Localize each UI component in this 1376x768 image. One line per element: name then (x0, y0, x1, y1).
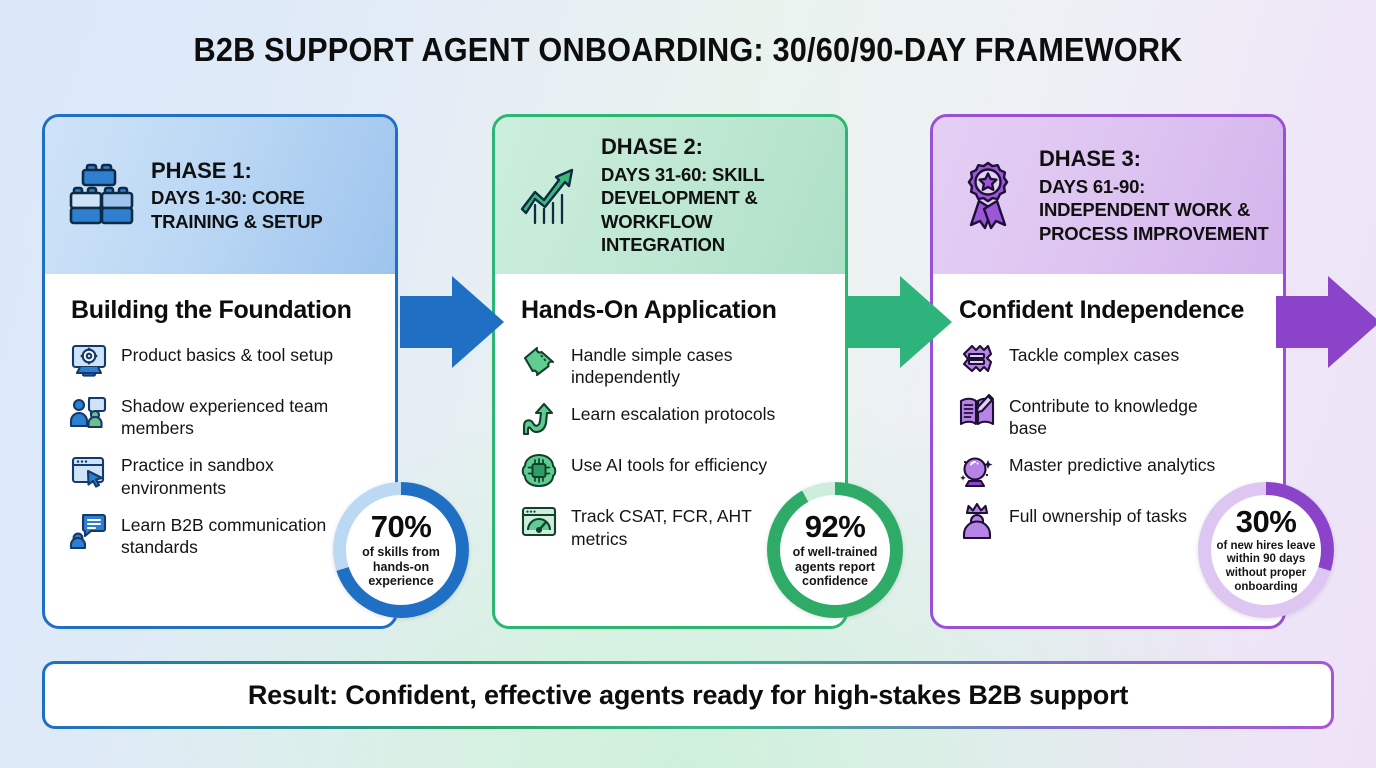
list-item-label: Shadow experienced team members (121, 396, 329, 439)
list-item-label: Track CSAT, FCR, AHT metrics (571, 506, 752, 549)
phases-container: PHASE 1: DAYS 1-30: CORE TRAINING & SETU… (0, 114, 1376, 629)
donut-label: 30% of new hires leave within 90 days wi… (1198, 506, 1334, 594)
donut-caption: of new hires leave within 90 days withou… (1216, 539, 1316, 593)
list-item-label: Tackle complex cases (1009, 345, 1180, 365)
donut-caption: of skills from hands-on experience (362, 544, 440, 589)
growth-chart-arrow-icon (515, 157, 587, 235)
phase-2-subtitle: DAYS 31-60: SKILL DEVELOPMENT & WORKFLOW… (601, 163, 765, 256)
list-item-label: Full ownership of tasks (1009, 506, 1187, 527)
crown-person-icon (957, 501, 997, 541)
result-banner: Result: Confident, effective agents read… (42, 661, 1334, 729)
browser-cursor-icon (69, 450, 109, 490)
arrow-phase1-to-phase2 (400, 270, 505, 374)
phase-card-3[interactable]: DHASE 3: DAYS 61-90: INDEPENDENT WORK & … (930, 114, 1286, 629)
arrow-phase2-to-phase3 (848, 270, 953, 374)
list-item[interactable]: Master predictive analytics (957, 452, 1225, 490)
lego-bricks-icon (65, 157, 137, 235)
list-item[interactable]: Tackle complex cases (957, 342, 1225, 380)
list-item[interactable]: Handle simple cases independently (519, 342, 787, 388)
brain-chip-icon (519, 450, 559, 490)
phase-1-subtitle: DAYS 1-30: CORE TRAINING & SETUP (151, 187, 323, 232)
stat-donut-92: 92% of well-trained agents report confid… (767, 482, 903, 618)
list-item[interactable]: Practice in sandbox environments (69, 452, 337, 498)
phase-2-header: DHASE 2: DAYS 31-60: SKILL DEVELOPMENT &… (495, 117, 845, 274)
phase-2-label: DHASE 2: (601, 134, 703, 160)
escalation-arrow-icon (519, 399, 559, 439)
phase-2-header-text: DHASE 2: DAYS 31-60: SKILL DEVELOPMENT &… (601, 134, 831, 257)
phase-2-items: Handle simple cases independently Learn … (495, 342, 845, 550)
list-item-label: Use AI tools for efficiency (571, 455, 768, 476)
phase-1-header: PHASE 1: DAYS 1-30: CORE TRAINING & SETU… (45, 117, 395, 274)
phase-card-2[interactable]: DHASE 2: DAYS 31-60: SKILL DEVELOPMENT &… (492, 114, 848, 629)
people-chat-icon (69, 391, 109, 431)
phase-3-body: Confident Independence Tackle complex ca… (933, 274, 1283, 626)
list-item[interactable]: Product basics & tool setup (69, 342, 337, 380)
list-item-label: Practice in sandbox environments (121, 455, 274, 498)
donut-label: 70% of skills from hands-on experience (333, 511, 469, 589)
person-speech-bubble-icon (69, 510, 109, 550)
phase-1-body-title: Building the Foundation (71, 296, 352, 324)
donut-hole (346, 495, 456, 605)
monitor-gear-icon (69, 340, 109, 380)
stat-donut-70: 70% of skills from hands-on experience (333, 482, 469, 618)
list-item-label: Product basics & tool setup (121, 345, 334, 365)
list-item[interactable]: Shadow experienced team members (69, 393, 337, 439)
donut-percent: 30% (1235, 503, 1297, 539)
ticket-icon (519, 340, 559, 380)
stat-donut-30: 30% of new hires leave within 90 days wi… (1198, 482, 1334, 618)
award-ribbon-star-icon (953, 157, 1025, 235)
donut-percent: 70% (370, 508, 432, 544)
donut-label: 92% of well-trained agents report confid… (767, 511, 903, 589)
list-item-label: Learn escalation protocols (571, 404, 776, 425)
phase-2-body-title: Hands-On Application (521, 296, 777, 324)
list-item[interactable]: Use AI tools for efficiency (519, 452, 787, 490)
phase-3-subtitle: DAYS 61-90: INDEPENDENT WORK & PROCESS I… (1039, 175, 1269, 244)
phase-1-label: PHASE 1: (151, 157, 252, 183)
phase-3-header-text: DHASE 3: DAYS 61-90: INDEPENDENT WORK & … (1039, 146, 1269, 245)
list-item-label: Contribute to knowledge base (1009, 396, 1198, 439)
list-item-label: Handle simple cases independently (571, 345, 733, 388)
list-item[interactable]: Learn B2B communication standards (69, 512, 337, 558)
donut-caption: of well-trained agents report confidence (792, 544, 878, 589)
list-item[interactable]: Contribute to knowledge base (957, 393, 1225, 439)
book-pencil-icon (957, 391, 997, 431)
phase-card-1[interactable]: PHASE 1: DAYS 1-30: CORE TRAINING & SETU… (42, 114, 398, 629)
phase-1-body: Building the Foundation (45, 274, 395, 626)
phase-1-header-text: PHASE 1: DAYS 1-30: CORE TRAINING & SETU… (151, 158, 381, 234)
donut-percent: 92% (804, 508, 866, 544)
phase-3-items: Tackle complex cases (933, 342, 1283, 541)
list-item[interactable]: Full ownership of tasks (957, 503, 1225, 541)
list-item-label: Master predictive analytics (1009, 455, 1216, 476)
arrow-phase3-to-result (1276, 270, 1376, 374)
donut-hole (780, 495, 890, 605)
crystal-ball-icon (957, 450, 997, 490)
donut-hole (1211, 495, 1321, 605)
page-title: B2B SUPPORT AGENT ONBOARDING: 30/60/90-D… (193, 31, 1183, 68)
phase-1-items: Product basics & tool setup (45, 342, 395, 558)
gauge-dashboard-icon (519, 501, 559, 541)
phase-3-label: DHASE 3: (1039, 145, 1141, 171)
list-item[interactable]: Learn escalation protocols (519, 401, 787, 439)
phase-2-body: Hands-On Application Hand (495, 274, 845, 626)
list-item-label: Learn B2B communication standards (121, 514, 327, 558)
complex-ticket-icon (957, 340, 997, 380)
phase-3-header: DHASE 3: DAYS 61-90: INDEPENDENT WORK & … (933, 117, 1283, 274)
list-item[interactable]: Track CSAT, FCR, AHT metrics (519, 503, 787, 549)
phase-3-body-title: Confident Independence (959, 296, 1245, 324)
result-text: Result: Confident, effective agents read… (45, 664, 1331, 726)
